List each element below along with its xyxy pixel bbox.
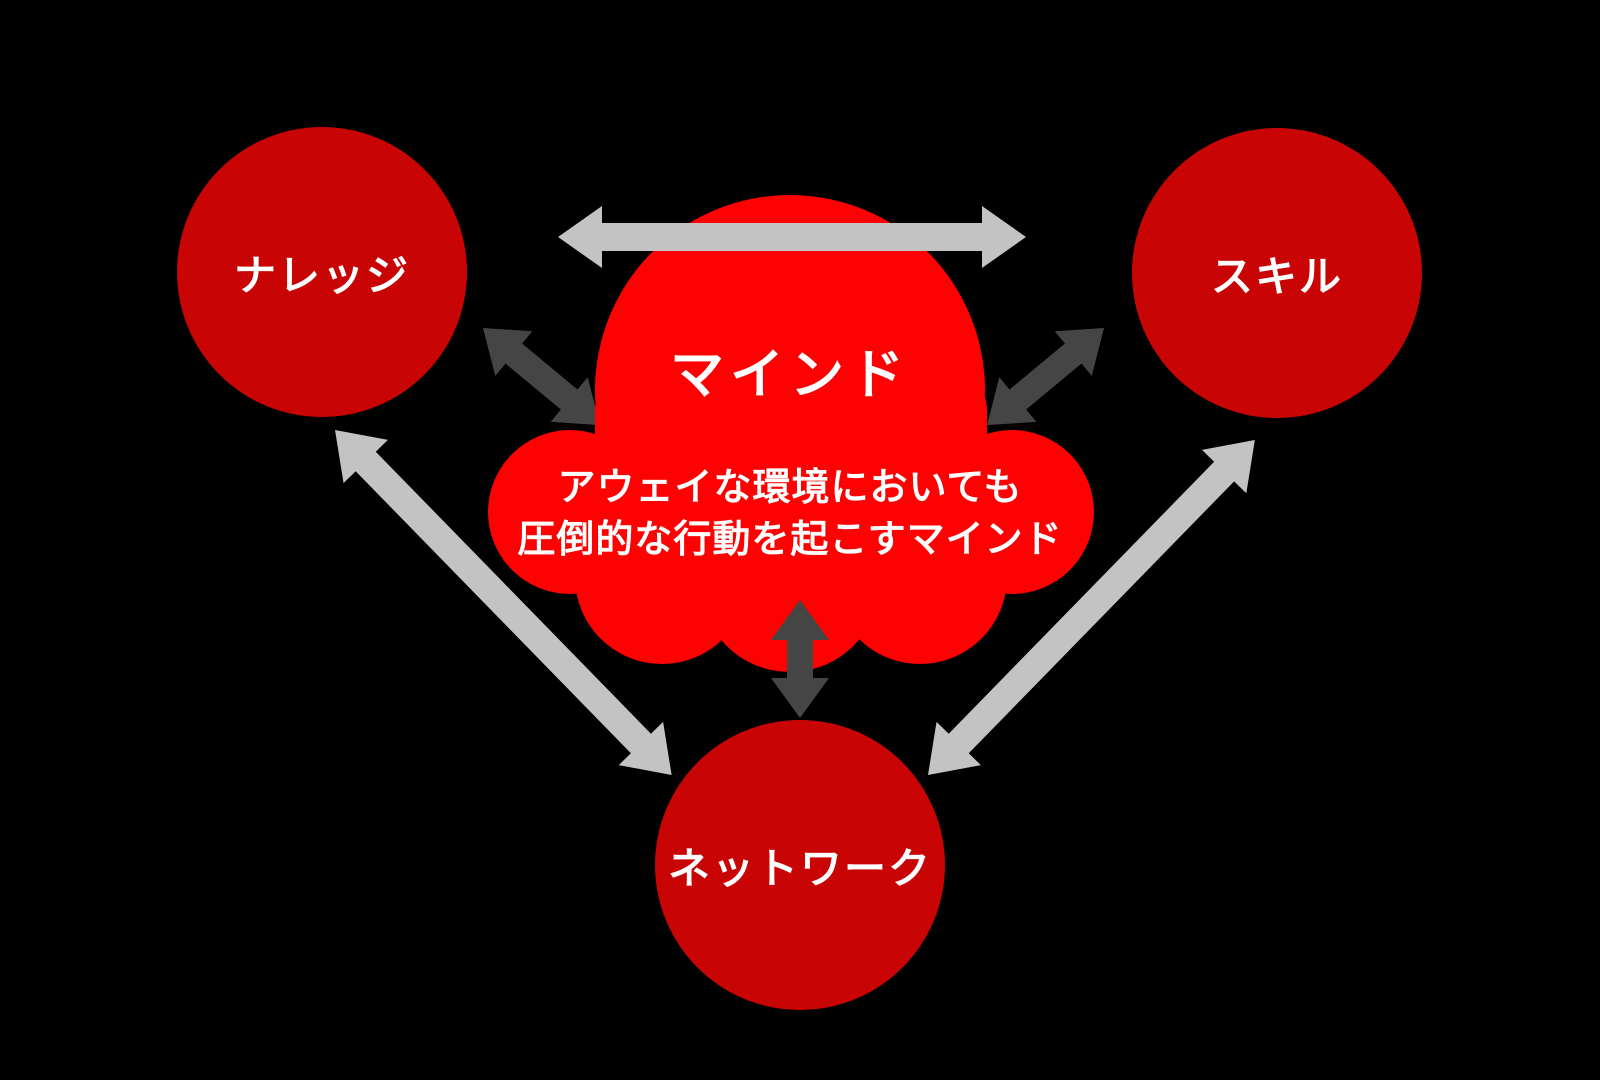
arrow-mind-network	[771, 600, 829, 718]
node-network: ネットワーク	[655, 720, 945, 1010]
arrow-knowledge-network	[335, 430, 672, 775]
cloud-bump-fill	[595, 370, 987, 580]
node-knowledge-label: ナレッジ	[233, 251, 410, 299]
arrow-knowledge-skill	[558, 206, 1026, 268]
mind-description: アウェイな環境においても 圧倒的な行動を起こすマインド	[488, 462, 1092, 566]
mind-description-line-1: アウェイな環境においても	[557, 467, 1023, 509]
mind-description-line-2: 圧倒的な行動を起こすマインド	[517, 519, 1063, 561]
node-network-label: ネットワーク	[667, 844, 932, 892]
arrow-mind-skill	[987, 328, 1104, 426]
mind-title: マインド	[670, 345, 910, 405]
arrow-mind-knowledge	[483, 328, 600, 426]
node-knowledge: ナレッジ	[177, 127, 467, 417]
node-skill-label: スキル	[1210, 252, 1343, 300]
node-skill: スキル	[1132, 128, 1422, 418]
arrow-skill-network	[928, 440, 1255, 775]
